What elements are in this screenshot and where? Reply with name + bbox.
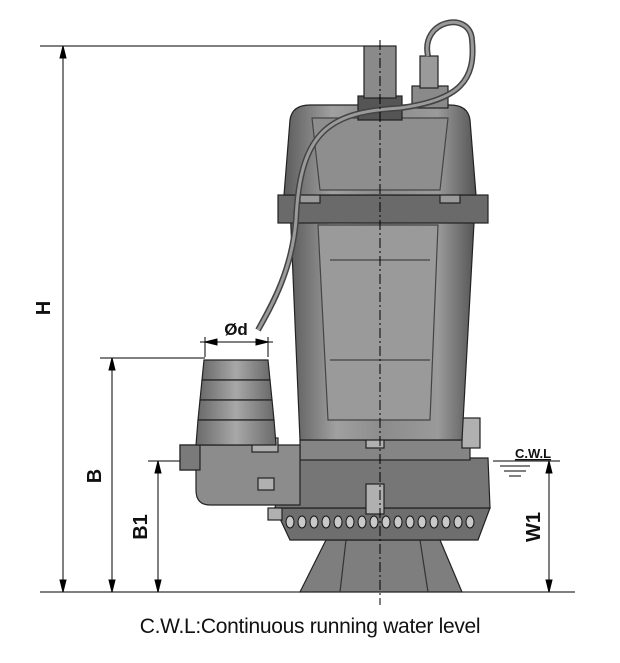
caption: C.W.L:Continuous running water level	[139, 615, 481, 638]
pump-illustration	[179, 19, 491, 593]
dim-w1-label: W1	[523, 512, 545, 542]
dim-od-label: Ød	[224, 320, 248, 339]
dimension-lines	[40, 45, 575, 593]
dim-b-label: B	[84, 469, 106, 483]
dim-b1-label: B1	[130, 514, 152, 540]
dim-h-label: H	[33, 301, 55, 315]
cwl-label: C.W.L	[515, 446, 551, 461]
strainer-holes	[285, 515, 475, 529]
